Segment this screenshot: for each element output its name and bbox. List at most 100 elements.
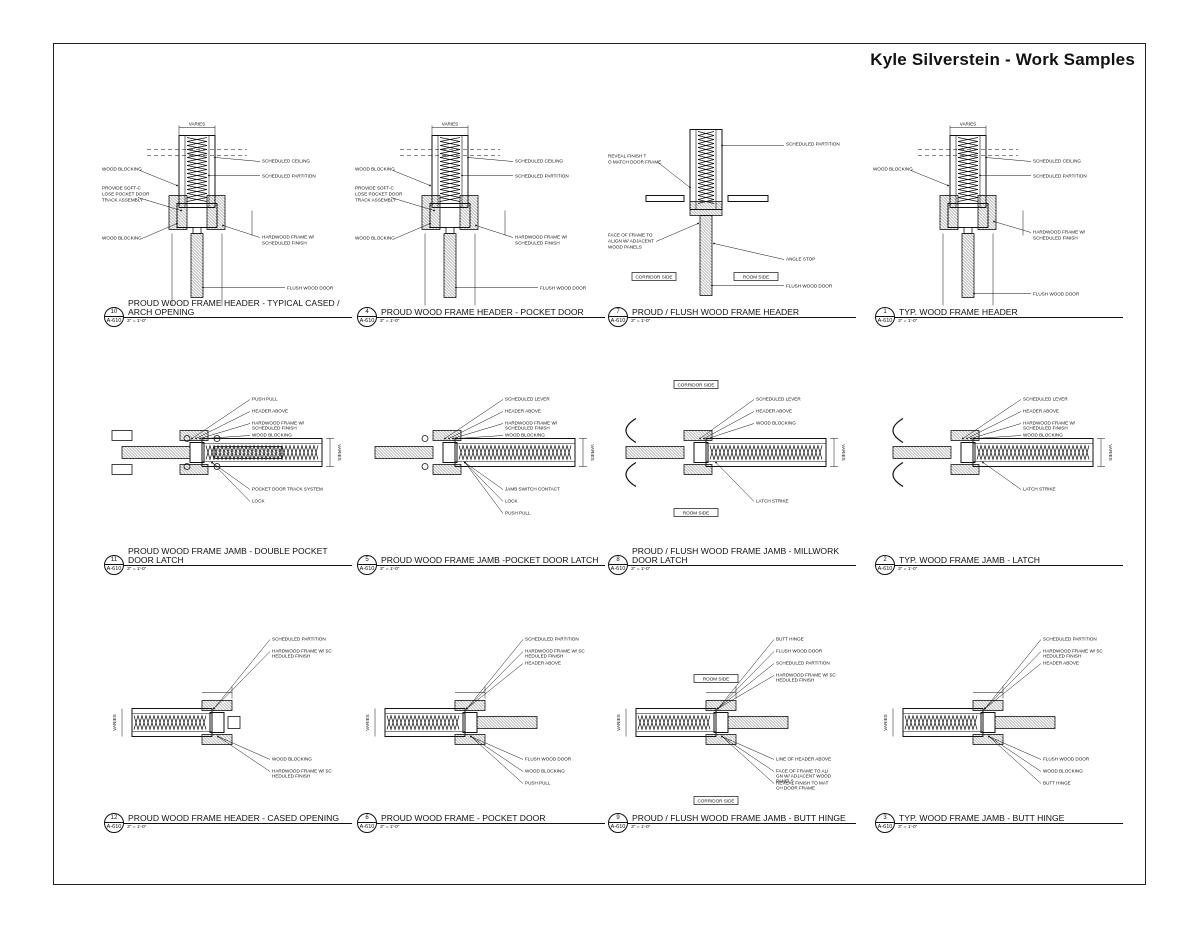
callout-label: WOOD BLOCKING: [525, 769, 565, 774]
callout-label: ANGLE STOP: [786, 257, 815, 262]
detail-reference-bubble: 12 A-610: [104, 813, 124, 833]
callout-label: SCHEDULED LEVER: [756, 397, 801, 402]
detail-reference-bubble: 8 A-610: [608, 555, 628, 575]
sheet-number: A-610: [609, 564, 627, 572]
detail-number: 9: [616, 815, 620, 821]
side-tag: CORRIDOR SIDE: [635, 275, 672, 280]
detail-number: 10: [110, 309, 118, 315]
callout-label: PROVIDE SOFT-C: [102, 186, 141, 191]
detail-reference-bubble: 3 A-610: [875, 813, 895, 833]
callout-label: LINE OF HEADER ABOVE: [776, 757, 831, 762]
callout-label: HEDULED FINISH: [525, 654, 563, 659]
callout-label: HEDULED FINISH: [272, 774, 310, 779]
callout-label: HARDWOOD FRAME W/ SC: [776, 673, 836, 678]
detail-title-block: 8 A-610 PROUD / FLUSH WOOD FRAME JAMB - …: [606, 546, 856, 586]
callout-label: VARIES: [616, 714, 621, 731]
callout-label: WOOD BLOCKING: [252, 433, 292, 438]
callout-label: SCHEDULED LEVER: [505, 397, 550, 402]
callout-label: WOOD BLOCKING: [272, 757, 312, 762]
detail-number: 11: [110, 557, 118, 563]
callout-label: PROVIDE SOFT-C: [355, 186, 394, 191]
callout-label: HEADER ABOVE: [252, 409, 288, 414]
detail-scale: 3" = 1'-0": [631, 567, 651, 572]
callout-label: FLUSH WOOD DOOR: [287, 286, 334, 291]
title-underline: [628, 317, 856, 318]
callout-label: WOOD BLOCKING: [1023, 433, 1063, 438]
callout-label: REVEAL FINISH TO MAT: [776, 781, 829, 786]
detail-scale: 3" = 1'-0": [631, 825, 651, 830]
detail-reference-bubble: 1 A-610: [875, 307, 895, 327]
callout-label: FACE OF FRAME TO: [608, 233, 653, 238]
detail-title: PROUD WOOD FRAME JAMB -POCKET DOOR LATCH: [381, 555, 599, 565]
callout-label: HARDWOOD FRAME W/: [262, 235, 315, 240]
callout-label: VARIES: [883, 714, 888, 731]
callout-label: FACE OF FRAME TO ALI: [776, 769, 828, 774]
detail-title: TYP. WOOD FRAME JAMB - BUTT HINGE: [899, 813, 1065, 823]
callout-label: SCHEDULED LEVER: [1023, 397, 1068, 402]
callout-label: VARIES: [960, 122, 977, 127]
callout-label: TRACK ASSEMBLY: [102, 198, 143, 203]
callout-label: FLUSH WOOD DOOR: [540, 286, 587, 291]
callout-label: ALIGN W/ ADJACENT: [608, 239, 654, 244]
callout-label: HARDWOOD FRAME W/ SC: [525, 649, 585, 654]
detail-scale: 3" = 1'-0": [631, 319, 651, 324]
callout-label: SCHEDULED FINISH: [1023, 426, 1068, 431]
callout-label: SCHEDULED PARTITION: [776, 661, 830, 666]
callout-label: HEADER ABOVE: [525, 661, 561, 666]
detail-number: 2: [883, 557, 887, 563]
detail-scale: 3" = 1'-0": [380, 825, 400, 830]
detail-scale: 3" = 1'-0": [380, 319, 400, 324]
callout-label: LATCH STRIKE: [756, 499, 789, 504]
callout-label: VARIES: [189, 122, 206, 127]
callout-label: O MATCH DOOR FRAME: [608, 160, 661, 165]
detail-title-block: 6 A-610 PROUD WOOD FRAME - POCKET DOOR 3…: [355, 804, 605, 844]
callout-label: VARIES: [365, 714, 370, 731]
callout-label: VARIES: [1108, 444, 1113, 461]
callout-label: WOOD BLOCKING: [1043, 769, 1083, 774]
callout-label: VARIES: [442, 122, 459, 127]
callout-label: HARDWOOD FRAME W/: [515, 235, 568, 240]
detail-title-block: 9 A-610 PROUD / FLUSH WOOD FRAME JAMB - …: [606, 804, 856, 844]
detail-title: PROUD WOOD FRAME HEADER - POCKET DOOR: [381, 307, 584, 317]
detail-number: 6: [365, 815, 369, 821]
detail-title-block: 1 A-610 TYP. WOOD FRAME HEADER 3" = 1'-0…: [873, 298, 1123, 338]
detail-title: PROUD / FLUSH WOOD FRAME JAMB - BUTT HIN…: [632, 813, 846, 823]
callout-label: SCHEDULED FINISH: [262, 241, 307, 246]
callout-label: GN W/ ADJACENT WOOD: [776, 774, 832, 779]
sheet-number: A-610: [105, 316, 123, 324]
callout-label: SCHEDULED PARTITION: [786, 142, 840, 147]
callout-label: VARIES: [337, 444, 342, 461]
callout-label: SCHEDULED CEILING: [1033, 159, 1081, 164]
callout-label: SCHEDULED PARTITION: [262, 174, 316, 179]
detail-scale: 3" = 1'-0": [380, 567, 400, 572]
callout-label: LOSE POCKET DOOR: [102, 192, 150, 197]
detail-title: PROUD WOOD FRAME HEADER - TYPICAL CASED …: [128, 298, 340, 317]
sheet-number: A-610: [105, 822, 123, 830]
callout-label: SCHEDULED FINISH: [252, 426, 297, 431]
detail-title-block: 10 A-610 PROUD WOOD FRAME HEADER - TYPIC…: [102, 298, 352, 338]
callout-label: POCKET DOOR TRACK SYSTEM: [252, 487, 323, 492]
title-underline: [377, 823, 605, 824]
detail-reference-bubble: 6 A-610: [357, 813, 377, 833]
callout-label: BUTT HINGE: [1043, 781, 1071, 786]
callout-label: WOOD BLOCKING: [102, 167, 142, 172]
title-underline: [628, 823, 856, 824]
detail-scale: 3" = 1'-0": [127, 825, 147, 830]
callout-label: SCHEDULED FINISH: [1033, 236, 1078, 241]
detail-reference-bubble: 7 A-610: [608, 307, 628, 327]
callout-label: VARIES: [590, 444, 595, 461]
title-underline: [377, 317, 605, 318]
callout-label: SCHEDULED PARTITION: [1033, 174, 1087, 179]
detail-reference-bubble: 9 A-610: [608, 813, 628, 833]
